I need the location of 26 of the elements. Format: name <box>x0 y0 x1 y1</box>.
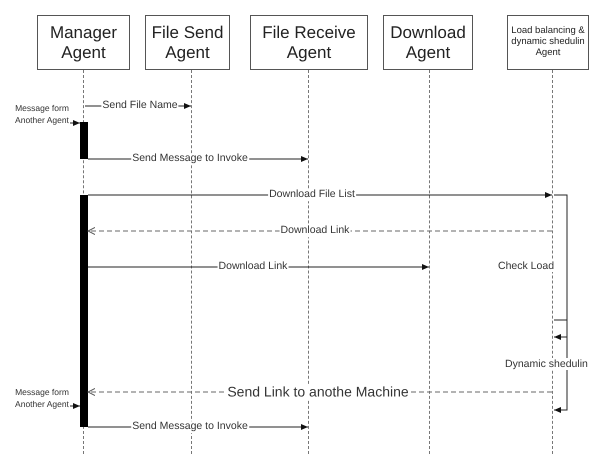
agent-name: File Send Agent <box>150 22 224 62</box>
message-arrow <box>554 320 568 340</box>
agent-name: Load balancing & dynamic shedulin Agent <box>510 26 586 59</box>
lifeline <box>429 70 431 454</box>
agent-box <box>383 15 473 70</box>
edge-label: Download Link <box>280 225 350 237</box>
agent-box <box>145 15 230 70</box>
message-arrow <box>70 403 80 409</box>
message-note: Message form Another Agent <box>14 60 70 127</box>
message-arrow <box>554 194 568 413</box>
agent-box <box>507 15 589 70</box>
message-arrow <box>70 120 80 126</box>
agent-name: File Receive Agent <box>261 22 357 62</box>
agent-box <box>37 15 130 70</box>
agent-name: Manager Agent <box>48 22 118 62</box>
activation-bar <box>80 195 88 427</box>
step-label: Check Load <box>498 260 554 272</box>
step-label: Dynamic shedulin <box>505 358 588 370</box>
message-note: Message form Another Agent <box>14 366 70 411</box>
edge-label: Send Message to Invoke <box>131 421 249 433</box>
agent-box <box>250 15 368 70</box>
agent-name: Download Agent <box>389 22 467 62</box>
edge-label: Download File List <box>268 189 356 201</box>
activation-bar <box>80 122 88 159</box>
edge-label: Send Link to anothe Machine <box>226 384 410 400</box>
edge-label: Send Message to Invoke <box>131 153 249 165</box>
